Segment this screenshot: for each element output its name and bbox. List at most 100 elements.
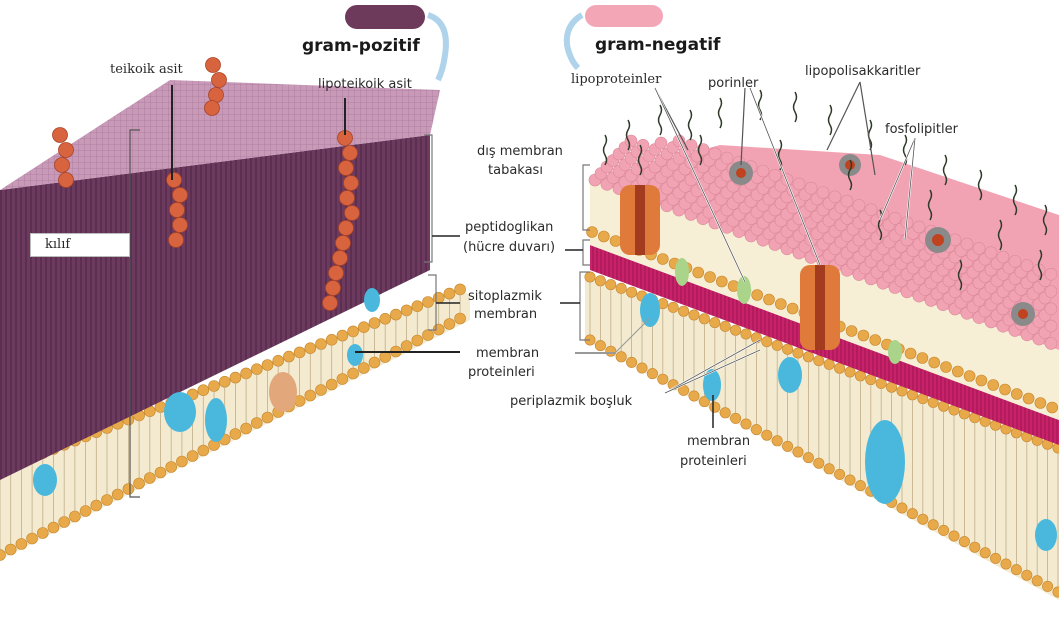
lipid-head [1047,402,1058,413]
lipid-head [294,347,305,358]
lipid-head [1023,393,1034,404]
lipid-head [616,283,626,293]
lipid-head [251,418,262,429]
lipid-head [1001,559,1011,569]
lipid-head [305,390,316,401]
gn-peptidoglikan-bracket [583,240,590,265]
lipid-head [16,539,27,550]
lipid-head [970,542,980,552]
lipid-head [69,511,80,522]
lipid-head [710,317,720,327]
porin-top [932,234,944,246]
lipid-head [423,330,434,341]
gram-positive-arrow [428,15,446,80]
outer-membrane-head [805,182,817,194]
lipid-head [134,478,145,489]
hucre-duvari-label: (hücre duvarı) [463,240,555,256]
lipid-head [870,335,881,346]
teichoic-bead [205,101,220,116]
lipid-head [348,368,359,379]
outer-membrane-head [817,187,829,199]
lipid-head [834,469,844,479]
lipid-head [610,236,621,247]
kilif-label: kılıf [45,237,70,253]
lipid-head [845,475,855,485]
lipid-head [793,447,803,457]
porin [800,265,840,350]
lipid-head [606,279,616,289]
gn-membrane-protein [778,357,802,393]
lipid-head [262,412,273,423]
lipid-head [412,301,423,312]
teichoic-bead [173,218,188,233]
lipid-head [668,302,678,312]
lipid-head [949,531,959,541]
lipid-head [858,330,869,341]
lipid-head [716,276,727,287]
lipid-head [626,357,636,367]
teikoik-asit-label: teikoik asit [110,62,183,78]
lipid-head [764,294,775,305]
outer-membrane-head [913,221,925,233]
outer-membrane-head [1009,255,1021,267]
lipid-head [241,423,252,434]
lipid-head [658,374,668,384]
lipid-head [358,363,369,374]
teichoic-bead [339,161,354,176]
lipid-head [959,536,969,546]
gram-negative-pill [585,5,663,27]
lipid-head [337,330,348,341]
lipid-head [187,451,198,462]
lipid-head [305,343,316,354]
fosfolipitler-label: fosfolipitler [885,122,958,138]
gram-negative-arrow [567,15,582,68]
lipid-head [855,480,865,490]
sitoplazmik-label: sitoplazmik [468,289,542,305]
lipid-head [112,489,123,500]
teichoic-bead [340,191,355,206]
lipid-head [102,495,113,506]
lipid-head [412,335,423,346]
lipid-head [241,368,252,379]
lipid-head [380,313,391,324]
lipid-head [730,413,740,423]
lipid-head [337,374,348,385]
lipid-head [198,445,209,456]
lipid-head [1011,389,1022,400]
teichoic-bead [167,173,182,188]
lipid-head [907,508,917,518]
lipid-head [144,473,155,484]
lipid-head [585,272,595,282]
teichoic-bead [344,176,359,191]
outer-membrane-head [757,165,769,177]
lipid-head [251,364,262,375]
lipid-head [1022,570,1032,580]
teichoic-bead [173,188,188,203]
lipid-head [626,287,636,297]
gp-membrane-protein [364,288,380,312]
outer-membrane-head [1045,303,1057,315]
lipid-head [455,313,466,324]
gram-negative-illustration [560,82,1059,600]
lipid-head [705,272,716,283]
periplazmik-bosluk-label: periplazmik boşluk [510,394,632,410]
lipid-head [657,254,668,265]
gp-membrane-protein [269,372,297,412]
lipoteikoik-asit-label: lipoteikoik asit [318,77,412,93]
outer-membrane-head [793,178,805,190]
lipid-head [348,326,359,337]
teichoic-bead [323,296,338,311]
lipid-head [598,231,609,242]
lipid-head [390,309,401,320]
lipid-head [444,288,455,299]
gn-proteinleri-label: proteinleri [680,454,747,470]
lipid-head [814,355,824,365]
lipid-head [616,352,626,362]
dis-membran-bracket [583,165,590,230]
outer-membrane-head [685,139,697,151]
lipid-head [782,344,792,354]
lipid-head [209,381,220,392]
gram-positive-title: gram-pozitif [302,36,420,56]
outer-membrane-head [829,191,841,203]
lipid-head [316,339,327,350]
